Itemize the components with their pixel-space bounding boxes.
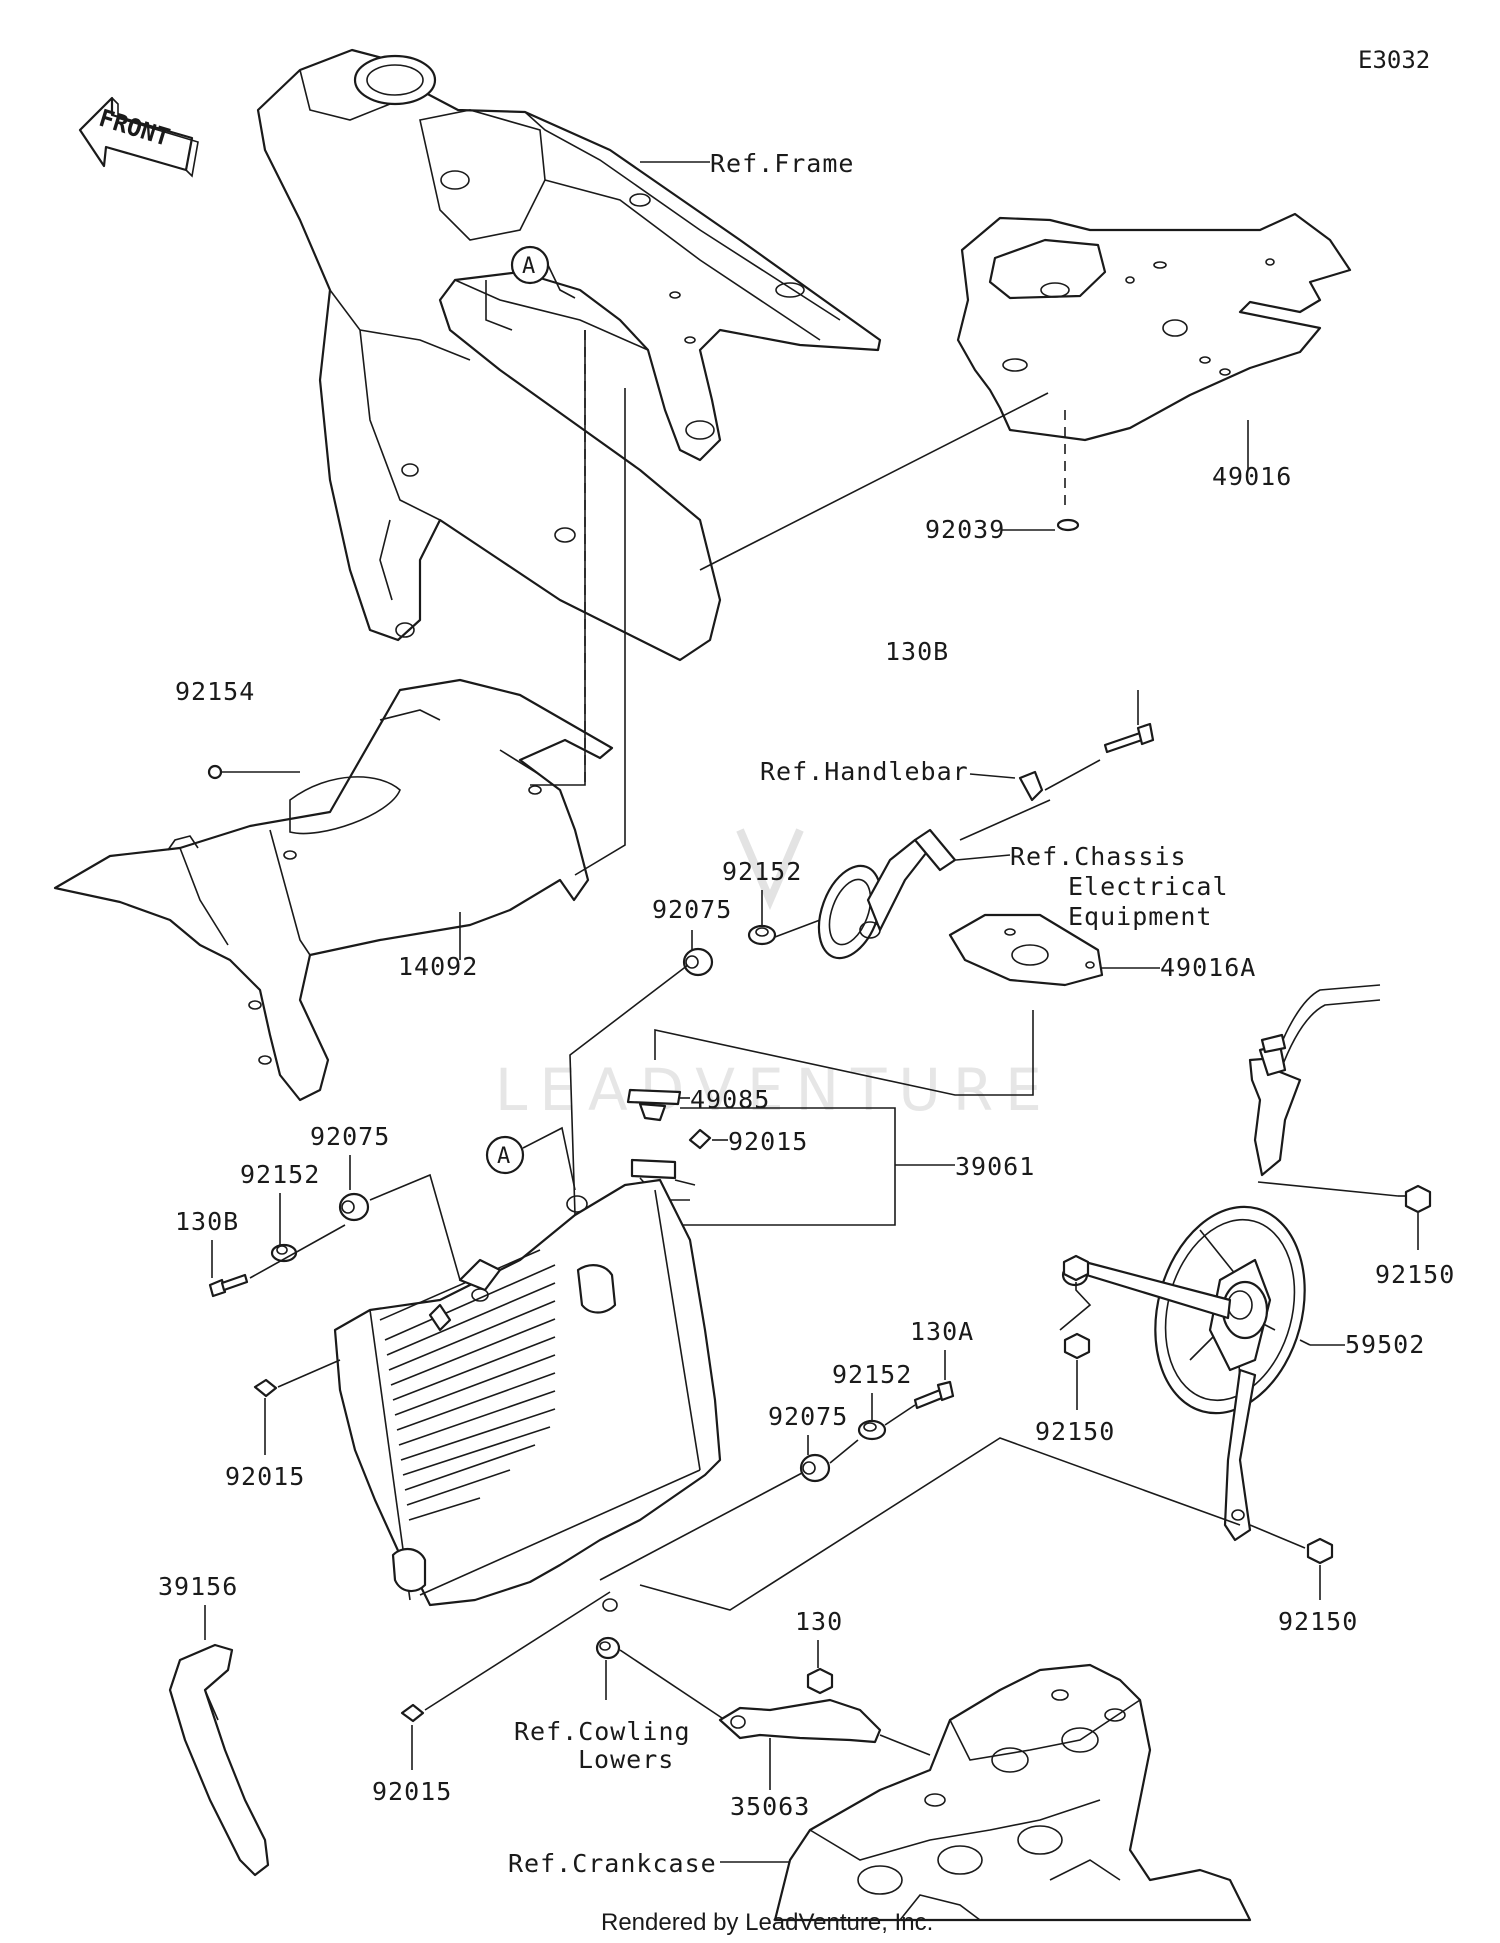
part-14092-label: 14092	[398, 952, 478, 981]
ref-cowling-label-1: Ref.Cowling	[514, 1717, 691, 1746]
callout-a-upper-label: A	[522, 254, 535, 279]
part-92015-top-label: 92015	[728, 1127, 808, 1156]
part-59502-label: 59502	[1345, 1330, 1425, 1359]
part-92075-top-grommet	[682, 947, 714, 977]
part-59502-fan	[1061, 984, 1381, 1542]
horn-illustration	[817, 828, 957, 960]
part-130B-top-label: 130B	[885, 637, 949, 666]
part-49016-label: 49016	[1212, 462, 1292, 491]
part-130A-bolt	[913, 1380, 955, 1410]
part-49016A-label: 49016A	[1160, 953, 1256, 982]
part-92150-mid-nut	[1062, 1254, 1090, 1282]
part-92075-left-label: 92075	[310, 1122, 390, 1151]
callout-a-upper: A	[485, 245, 576, 331]
ref-chassis-label-3: Equipment	[1068, 902, 1212, 931]
frame-illustration	[256, 48, 882, 662]
part-39061-label: 39061	[955, 1152, 1035, 1181]
part-92152-top-label: 92152	[722, 857, 802, 886]
footer-credit: Rendered by LeadVenture, Inc.	[601, 1909, 933, 1936]
part-92015-top-nut	[688, 1128, 712, 1150]
part-35063-label: 35063	[730, 1792, 810, 1821]
part-49016-plate	[956, 212, 1352, 442]
part-49085-label: 49085	[690, 1085, 770, 1114]
part-49016A-plate	[948, 913, 1104, 987]
ref-crankcase-label: Ref.Crankcase	[508, 1849, 717, 1878]
radiator-mount-top	[458, 1195, 588, 1292]
part-92150-top-label: 92150	[1375, 1260, 1455, 1289]
part-92015-left-nut	[253, 1378, 278, 1398]
part-92152-mid-label: 92152	[832, 1360, 912, 1389]
ref-handlebar-label: Ref.Handlebar	[760, 757, 969, 786]
part-92154-label: 92154	[175, 677, 255, 706]
ref-chassis-label-2: Electrical	[1068, 872, 1229, 901]
part-92039-clip	[1056, 518, 1080, 532]
part-92075-mid-grommet	[799, 1453, 831, 1483]
part-49085-rubber	[626, 1088, 682, 1122]
crankcase-illustration	[773, 1663, 1252, 1922]
ref-cowling-label-2: Lowers	[578, 1745, 674, 1774]
part-92015-bot-label: 92015	[372, 1777, 452, 1806]
diagram-id: E3032	[1358, 46, 1430, 74]
cowling-grommet	[595, 1636, 621, 1660]
part-92150-bot-bolt	[1306, 1537, 1334, 1565]
watermark-text: LEADVENTURE	[495, 1056, 1054, 1124]
part-92150-top-bolt	[1398, 1184, 1432, 1214]
part-39156-cover	[168, 1643, 270, 1877]
callout-a-lower-label: A	[497, 1144, 510, 1169]
part-92075-top-label: 92075	[652, 895, 732, 924]
watermark: LEADVENTURE	[495, 828, 1054, 1124]
part-92039-label: 92039	[925, 515, 1005, 544]
part-130B-left-label: 130B	[175, 1207, 239, 1236]
part-130A-label: 130A	[910, 1317, 974, 1346]
part-92150-mid-bolt	[1063, 1332, 1091, 1360]
callout-a-lower: A	[485, 1126, 576, 1191]
ref-frame-label: Ref.Frame	[710, 149, 854, 178]
part-92015-bot-nut	[400, 1703, 425, 1723]
part-130-label: 130	[795, 1607, 843, 1636]
part-92075-mid-label: 92075	[768, 1402, 848, 1431]
part-39156-label: 39156	[158, 1572, 238, 1601]
radiator-illustration	[333, 1178, 722, 1612]
part-92015-left-label: 92015	[225, 1462, 305, 1491]
part-92150-bot-label: 92150	[1278, 1607, 1358, 1636]
part-130B-left-bolt	[208, 1273, 249, 1298]
part-35063-bracket	[718, 1698, 882, 1744]
part-130-bolt	[806, 1667, 834, 1695]
part-14092-cover	[53, 678, 614, 1102]
part-92154-clip	[207, 764, 223, 780]
front-arrow-icon: FRONT	[78, 96, 199, 178]
part-92152-mid-collar	[857, 1419, 887, 1441]
ref-chassis-label-1: Ref.Chassis	[1010, 842, 1187, 871]
part-130B-top-bolt	[1103, 722, 1155, 754]
part-92075-left-grommet	[338, 1192, 370, 1222]
part-92150-mid-label: 92150	[1035, 1417, 1115, 1446]
part-92152-left-label: 92152	[240, 1160, 320, 1189]
part-92152-top-collar	[747, 924, 777, 946]
handlebar-bracket	[1018, 770, 1044, 802]
